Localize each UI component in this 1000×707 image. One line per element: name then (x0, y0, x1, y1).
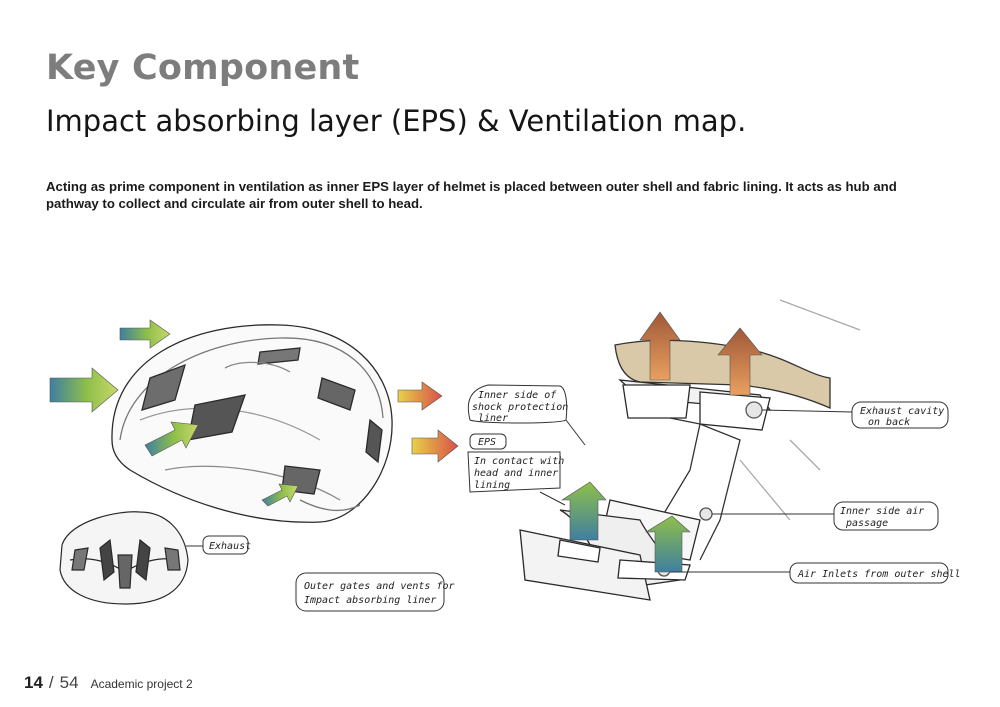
inner-side-label-line3: liner (478, 413, 508, 424)
intake-arrow-1 (560, 481, 607, 541)
page-footer: 14 / 54 Academic project 2 (24, 673, 193, 693)
small-helmet-drawing (59, 511, 189, 605)
air-inlets-label: Air Inlets from outer shell (797, 569, 961, 580)
airflow-in-arrow-1 (119, 319, 171, 349)
page-number-total: 54 (59, 673, 79, 692)
contact-label-box (467, 451, 561, 493)
exhaust-cavity-label-line2: on back (868, 417, 910, 428)
intake-arrow-2 (644, 515, 691, 573)
outer-gates-label-box (295, 572, 445, 612)
airflow-out-arrow-2 (411, 429, 459, 463)
exhaust-up-arrow-2 (717, 327, 763, 396)
contact-label-line3: lining (474, 480, 510, 491)
project-label: Academic project 2 (90, 677, 193, 691)
airflow-out-arrow-1 (397, 381, 443, 411)
airflow-in-arrow-3 (144, 421, 199, 457)
inner-side-label-line1: Inner side of (478, 390, 557, 401)
inner-side-label-box (467, 384, 568, 424)
air-inlets-label-box (789, 562, 949, 584)
airflow-in-arrow-2 (49, 367, 119, 413)
airflow-in-arrow-4 (261, 483, 299, 507)
exhaust-cavity-label-box (851, 401, 949, 429)
exhaust-label: Exhaust (209, 541, 251, 552)
description-text: Acting as prime component in ventilation… (46, 179, 897, 211)
helmet-liner-drawing (111, 324, 393, 523)
page-number-current: 14 (24, 673, 43, 692)
page-title: Key Component (46, 48, 360, 88)
contact-label-line2: head and inner (474, 468, 558, 479)
exhaust-label-box (202, 535, 249, 555)
exhaust-up-arrow-1 (639, 311, 681, 381)
outer-gates-label: Outer gates and vents for (304, 581, 455, 592)
air-passage-label-box (833, 501, 939, 531)
contact-label-line1: In contact with (474, 456, 564, 467)
eps-section-drawing (519, 299, 861, 601)
eps-label-box (469, 433, 507, 450)
page-subtitle: Impact absorbing layer (EPS) & Ventilati… (46, 104, 747, 138)
air-passage-label-line2: passage (845, 518, 888, 529)
eps-label: EPS (478, 437, 496, 448)
inner-side-label-line2: shock protection (472, 402, 568, 413)
page-number-separator: / (48, 673, 54, 692)
exhaust-cavity-label-line1: Exhaust cavity (860, 406, 944, 417)
outer-gates-label-line2: Impact absorbing liner (304, 595, 436, 606)
air-passage-label-line1: Inner side air (840, 506, 924, 517)
